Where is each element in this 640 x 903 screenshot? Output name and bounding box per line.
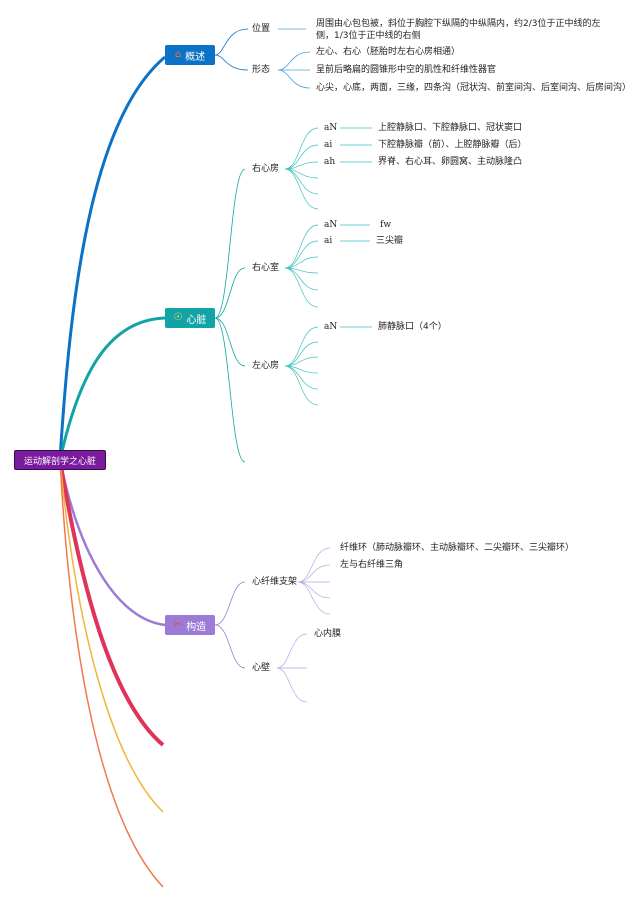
ra-value: 下腔静脉瓣（前）、上腔静脉瓣（后） [378, 140, 527, 150]
overview-node[interactable]: ⌂ 概述 [165, 45, 215, 65]
la-value: 肺静脉口（4个） [378, 322, 447, 332]
heart-wall-node[interactable]: 心壁 [252, 663, 271, 673]
ra-value: 界脊、右心耳、卵圆窝、主动脉隆凸 [378, 157, 523, 167]
structure-node[interactable]: ✂ 构造 [165, 615, 215, 635]
overview-label: 概述 [185, 51, 206, 63]
right-ventricle-node[interactable]: 右心室 [252, 263, 280, 273]
position-node[interactable]: 位置 [252, 24, 271, 34]
root-node[interactable]: 运动解剖学之心脏 [14, 450, 106, 470]
ra-value: 上腔静脉口、下腔静脉口、冠状窦口 [378, 123, 523, 133]
left-atrium-node[interactable]: 左心房 [252, 361, 280, 371]
shape-item: 左心、右心（胚胎时左右心房相通） [316, 47, 461, 57]
right-atrium-node[interactable]: 右心房 [252, 164, 280, 174]
tools-icon: ✂ [173, 619, 183, 630]
rv-value: 三尖瓣 [376, 236, 404, 246]
ra-key: ah [324, 157, 336, 167]
shape-node[interactable]: 形态 [252, 65, 271, 75]
rv-key: ai [324, 236, 333, 246]
home-icon: ⌂ [174, 49, 182, 60]
rv-key: aN [324, 220, 338, 230]
position-text: 周围由心包包被，斜位于胸腔下纵隔的中纵隔内，约2/3位于正中线的左侧，1/3位于… [316, 19, 601, 41]
shape-item: 呈前后略扁的圆锥形中空的肌性和纤维性器官 [316, 65, 497, 75]
fibrous-item: 纤维环（肺动脉瓣环、主动脉瓣环、二尖瓣环、三尖瓣环） [340, 543, 575, 553]
heart-icon: ☉ [173, 312, 183, 323]
ra-key: ai [324, 140, 333, 150]
fibrous-skeleton-node[interactable]: 心纤维支架 [252, 577, 298, 587]
heart-node[interactable]: ☉ 心脏 [165, 308, 215, 328]
heart-label: 心脏 [186, 314, 207, 326]
la-key: aN [324, 322, 338, 332]
structure-label: 构造 [186, 621, 207, 633]
fibrous-item: 左与右纤维三角 [340, 560, 404, 570]
wall-item: 心内膜 [314, 629, 342, 639]
shape-item: 心尖，心底，两面，三缘，四条沟（冠状沟、前室间沟、后室间沟、后房间沟） [316, 83, 632, 93]
rv-value: fw [380, 220, 392, 230]
ra-key: aN [324, 123, 338, 133]
